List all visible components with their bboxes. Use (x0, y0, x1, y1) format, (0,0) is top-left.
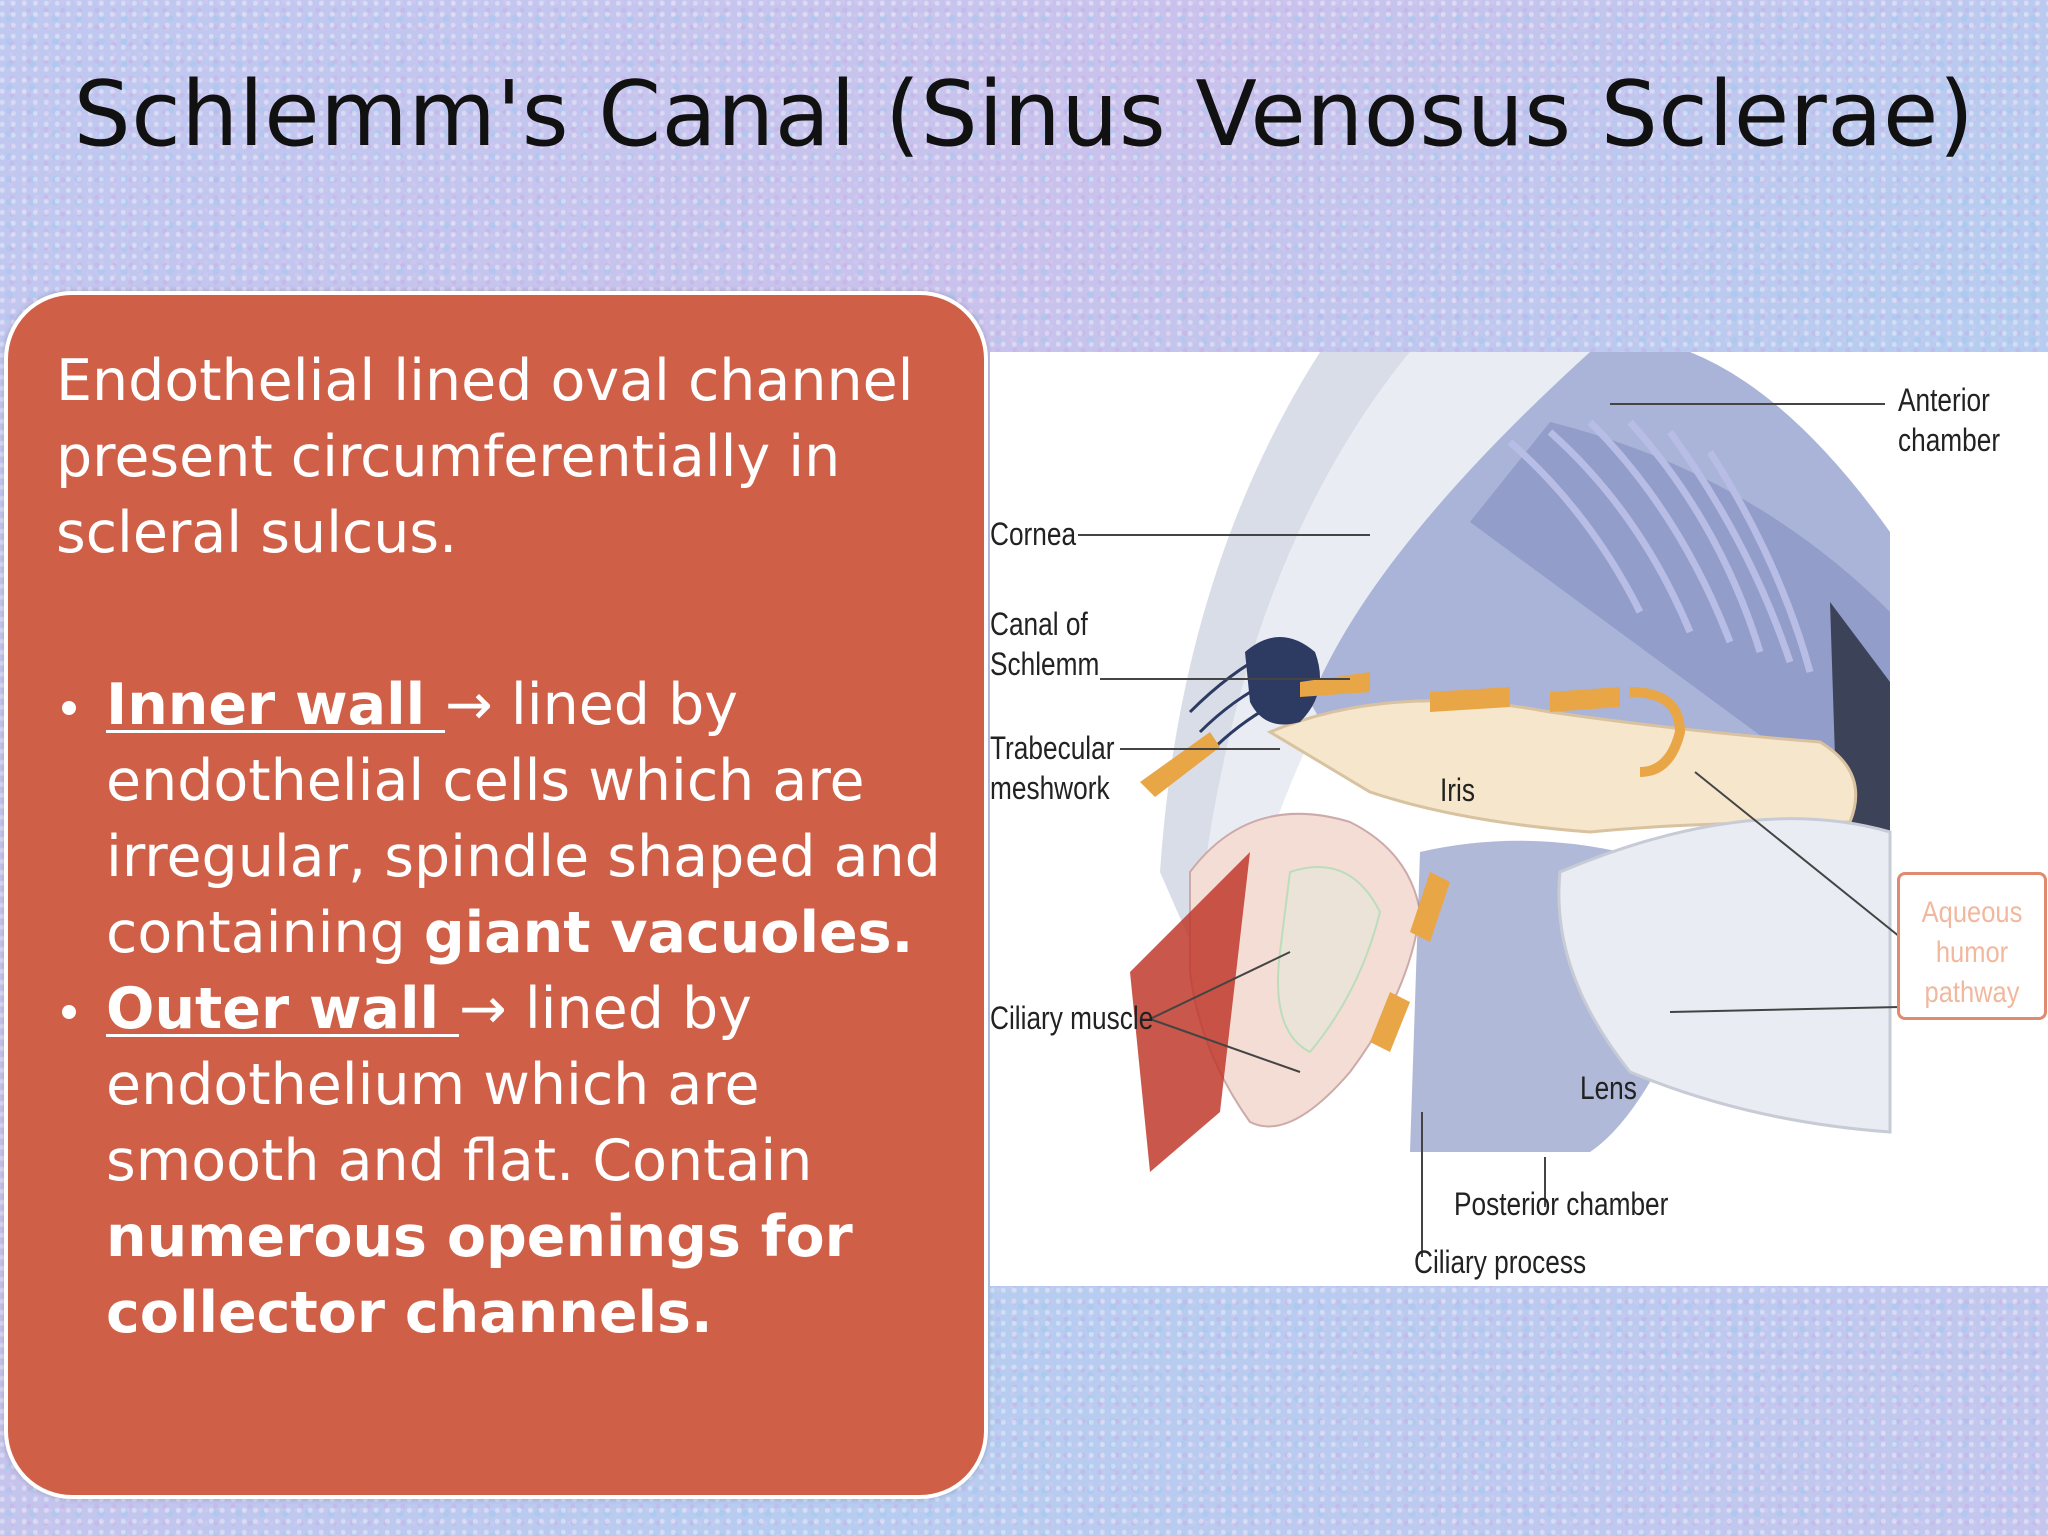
label-ciliary-process: Ciliary process (1414, 1244, 1587, 1280)
bullet-list: Inner wall → lined by endothelial cells … (56, 667, 956, 1351)
label-line: Aqueous (1921, 896, 2023, 929)
label-ciliary-muscle: Ciliary muscle (990, 1000, 1154, 1036)
aqueous-humor-pathway-box: Aqueous humor pathway (1897, 872, 2047, 1020)
bullet-text: lined by endothelium which are smooth an… (106, 976, 813, 1194)
ciliary-stroma (1277, 866, 1382, 1054)
ciliary-muscle (1130, 852, 1250, 1172)
bullet-dot (62, 1005, 76, 1019)
label-line: meshwork (990, 770, 1110, 806)
pathway-text: Aqueous humor pathway (1911, 893, 2033, 1013)
label-line: Anterior (1898, 382, 1990, 418)
bullet-heading: Outer wall (106, 976, 459, 1042)
label-line: Canal of (990, 606, 1088, 642)
arrow-icon: → (458, 976, 507, 1042)
label-trabecular-meshwork: Trabecular meshwork (990, 728, 1114, 808)
label-line: chamber (1898, 422, 2001, 458)
bullet-inner-wall: Inner wall → lined by endothelial cells … (56, 667, 956, 971)
label-posterior-chamber: Posterior chamber (1454, 1186, 1669, 1222)
bullet-outer-wall: Outer wall → lined by endothelium which … (56, 971, 956, 1351)
corneal-fibers (1507, 419, 1814, 673)
eye-anatomy-illustration (1078, 352, 1901, 1257)
label-iris: Iris (1440, 772, 1475, 808)
label-cornea: Cornea (990, 516, 1077, 552)
bullet-heading: Inner wall (106, 672, 446, 738)
bullet-bold-text: giant vacuoles. (423, 900, 914, 966)
flow-arrow-curve (1629, 687, 1686, 777)
slide-title: Schlemm's Canal (Sinus Venosus Sclerae) (73, 62, 1975, 167)
label-canal-of-schlemm: Canal of Schlemm (990, 604, 1099, 684)
label-line: Trabecular (990, 730, 1115, 766)
label-line: Schlemm (990, 646, 1100, 682)
bullet-text: lined by endothelial cells which are irr… (106, 672, 941, 966)
label-line: humor (1935, 936, 2009, 969)
canal-of-schlemm (1245, 637, 1320, 725)
label-line: pathway (1924, 976, 2020, 1009)
bullet-dot (62, 701, 76, 715)
lens (1557, 817, 1892, 1134)
text-panel: Endothelial lined oval channel present c… (4, 291, 988, 1499)
intro-text: Endothelial lined oval channel present c… (56, 348, 914, 566)
sclera-band (1160, 352, 1410, 952)
label-anterior-chamber: Anterior chamber (1898, 380, 2000, 460)
arrow-icon: → (445, 672, 493, 738)
trabecular-meshwork (1188, 650, 1301, 754)
bullet-bold-text: numerous openings for collector channels… (106, 1204, 853, 1346)
label-lens: Lens (1580, 1070, 1637, 1106)
leader-lines (1078, 403, 1901, 1257)
eye-anatomy-figure: Anterior chamber Cornea Canal of Schlemm… (990, 352, 2048, 1286)
aqueous-flow-arrows (1140, 672, 1620, 1052)
